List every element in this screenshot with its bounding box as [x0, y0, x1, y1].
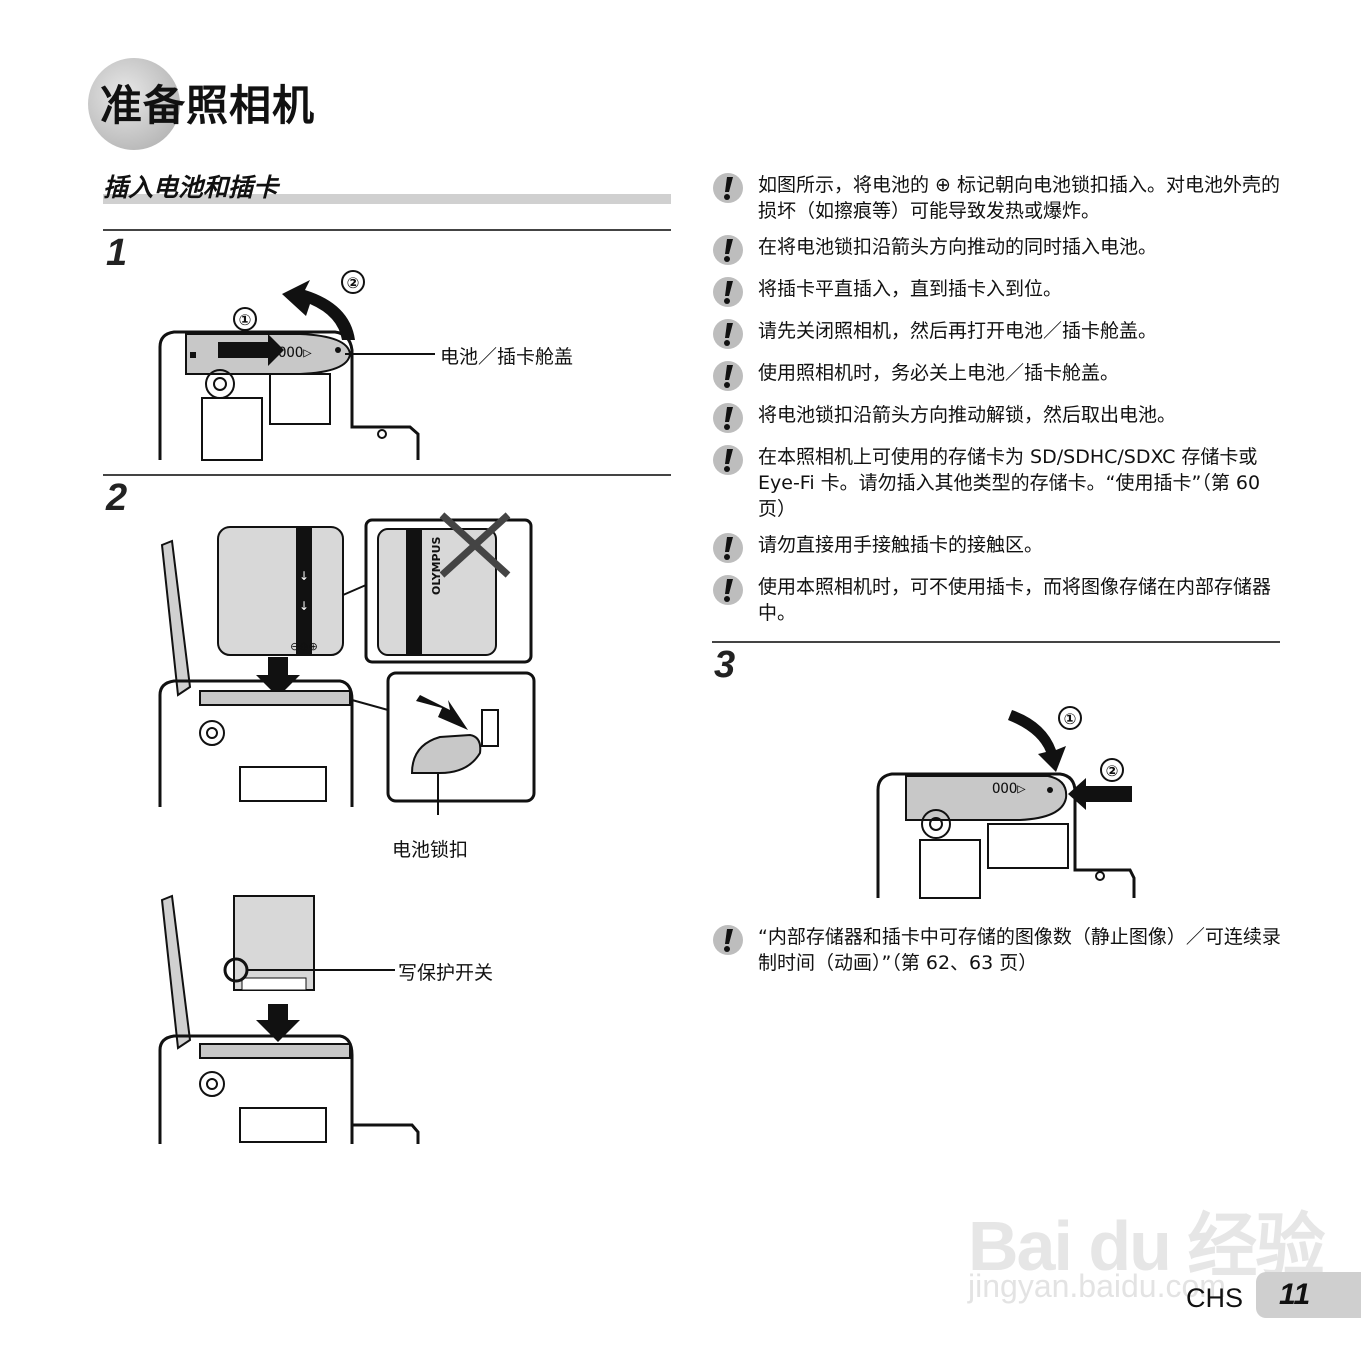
label-n2: ② [347, 274, 360, 292]
callout-battery-lock: 电池锁扣 [392, 839, 469, 861]
arrow-icon [218, 334, 284, 366]
list-item: 如图所示，将电池的 ⊕ 标记朝向电池锁扣插入。对电池外壳的损坏（如擦痕等）可能导… [712, 172, 1282, 224]
arrow-icon [416, 695, 468, 730]
note-text: 使用本照相机时，可不使用插卡，而将图像存储在内部存储器中。 [758, 576, 1272, 624]
note-text: 在将电池锁扣沿箭头方向推动的同时插入电池。 [758, 236, 1158, 258]
callout-write-protect: 写保护开关 [398, 962, 494, 984]
note-text: 使用照相机时，务必关上电池／插卡舱盖。 [758, 362, 1120, 384]
divider [103, 229, 671, 231]
step-number-3: 3 [714, 644, 736, 686]
caution-icon [713, 445, 743, 475]
divider [712, 641, 1280, 643]
list-item: 将电池锁扣沿箭头方向推动解锁，然后取出电池。 [712, 402, 1282, 434]
note-text: 将插卡平直插入，直到插卡入到位。 [758, 278, 1063, 300]
note-step3: “内部存储器和插卡中可存储的图像数（静止图像）／可连续录制时间（动画）”（第 6… [712, 924, 1282, 976]
list-item: “内部存储器和插卡中可存储的图像数（静止图像）／可连续录制时间（动画）”（第 6… [712, 924, 1282, 976]
brand-label: OLYMPUS [430, 536, 443, 595]
caution-icon [713, 235, 743, 265]
label-n2: ② [1106, 762, 1119, 780]
list-item: 请先关闭照相机，然后再打开电池／插卡舱盖。 [712, 318, 1282, 350]
language-label: CHS [1186, 1283, 1244, 1313]
callout-battery-cover: 电池／插卡舱盖 [440, 346, 574, 368]
arrow-icon [256, 657, 300, 697]
list-item: 将插卡平直插入，直到插卡入到位。 [712, 276, 1282, 308]
label-n1: ① [239, 311, 252, 329]
note-list: 如图所示，将电池的 ⊕ 标记朝向电池锁扣插入。对电池外壳的损坏（如擦痕等）可能导… [712, 172, 1282, 626]
step1-diagram: OOO▷ ① ② [158, 270, 435, 461]
svg-text:OOO▷: OOO▷ [278, 345, 312, 361]
caution-icon [713, 403, 743, 433]
arrow-icon [256, 1004, 300, 1042]
caution-icon [713, 361, 743, 391]
note-text: 如图所示，将电池的 ⊕ 标记朝向电池锁扣插入。对电池外壳的损坏（如擦痕等）可能导… [758, 174, 1281, 222]
list-item: 在将电池锁扣沿箭头方向推动的同时插入电池。 [712, 234, 1282, 266]
list-item: 请勿直接用手接触插卡的接触区。 [712, 532, 1282, 564]
list-item: 在本照相机上可使用的存储卡为 SD/SDHC/SDXC 存储卡或 Eye-Fi … [712, 444, 1282, 522]
step2-card-diagram [158, 894, 420, 1144]
page-title: 准备照相机 [100, 81, 316, 130]
note-text: “内部存储器和插卡中可存储的图像数（静止图像）／可连续录制时间（动画）”（第 6… [758, 926, 1281, 974]
note-text: 请先关闭照相机，然后再打开电池／插卡舱盖。 [758, 320, 1158, 342]
list-item: 使用照相机时，务必关上电池／插卡舱盖。 [712, 360, 1282, 392]
caution-icon [713, 319, 743, 349]
page-number: 11 [1279, 1278, 1311, 1311]
section-title: 插入电池和插卡 [103, 173, 279, 202]
note-text: 在本照相机上可使用的存储卡为 SD/SDHC/SDXC 存储卡或 Eye-Fi … [758, 446, 1261, 520]
caution-icon [713, 533, 743, 563]
arrow-icon [282, 280, 355, 340]
svg-text:⊖⊕⊕: ⊖⊕⊕ [290, 640, 318, 653]
label-n1: ① [1064, 710, 1077, 728]
list-item: 使用本照相机时，可不使用插卡，而将图像存储在内部存储器中。 [712, 574, 1282, 626]
svg-text:↓: ↓ [299, 569, 309, 583]
arrow-icon [1008, 710, 1066, 772]
page-tab [1256, 1272, 1361, 1318]
watermark-url: jingyan.baidu.com [968, 1268, 1226, 1304]
divider [103, 474, 671, 476]
step-number-1: 1 [106, 232, 128, 274]
caution-icon [713, 173, 743, 203]
arrow-icon [1068, 778, 1132, 810]
step3-diagram: OOO▷ ① ② [876, 706, 1136, 899]
caution-icon [713, 575, 743, 605]
title-badge [88, 58, 180, 150]
step2-battery-diagram: ↓ ↓ ⊖⊕⊕ OLYMPUS [158, 512, 536, 815]
caution-icon [713, 925, 743, 955]
note-text: 请勿直接用手接触插卡的接触区。 [758, 534, 1044, 556]
section-underline [103, 194, 671, 204]
note-text: 将电池锁扣沿箭头方向推动解锁，然后取出电池。 [758, 404, 1177, 426]
svg-text:↓: ↓ [299, 599, 309, 613]
step-number-2: 2 [106, 477, 128, 519]
caution-icon [713, 277, 743, 307]
svg-text:OOO▷: OOO▷ [992, 781, 1026, 797]
